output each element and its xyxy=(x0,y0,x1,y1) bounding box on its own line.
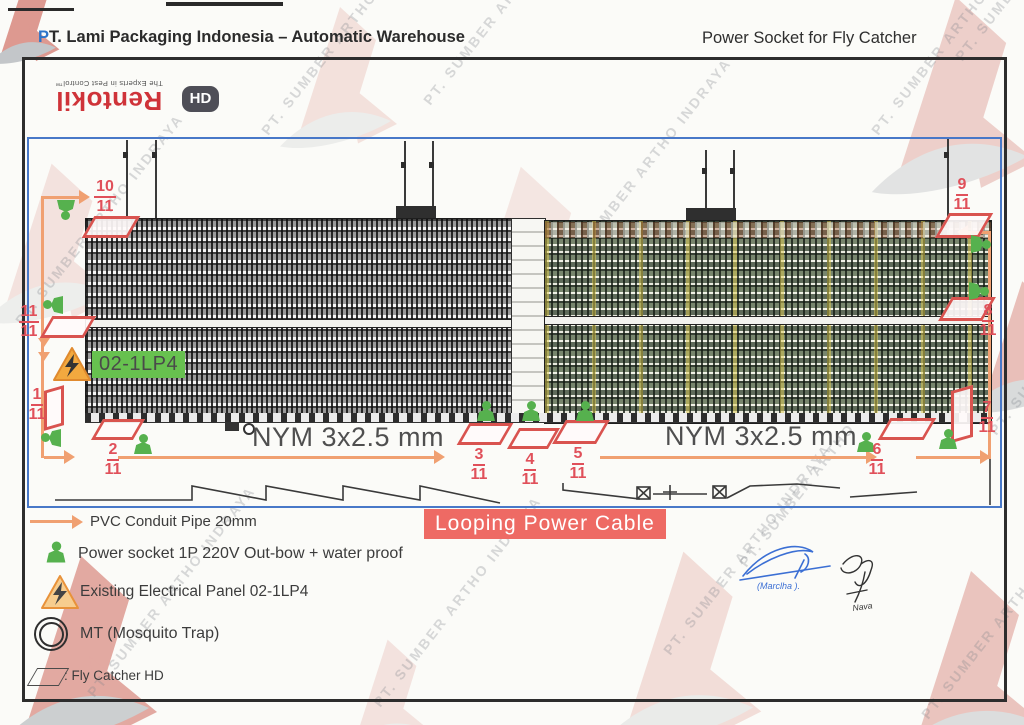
rack-block-left xyxy=(85,218,513,420)
legend-item-fly-catcher: : Fly Catcher HD xyxy=(64,668,164,683)
conduit-arrowhead xyxy=(38,352,50,361)
center-aisle xyxy=(511,218,546,419)
column-line xyxy=(432,141,434,218)
cable-label-left: NYM 3x2.5 mm xyxy=(252,422,445,452)
conduit-line xyxy=(44,456,66,459)
rentokil-tagline: The Experts in Pest Control™ xyxy=(55,79,163,88)
power-socket-icon xyxy=(477,401,495,421)
pvc-conduit-arrow-icon xyxy=(30,520,74,523)
mosquito-trap-icon xyxy=(34,617,68,651)
power-socket-icon xyxy=(969,282,989,300)
panel-label: 02-1LP4 xyxy=(92,351,186,378)
conduit-line xyxy=(118,456,436,459)
power-socket-icon xyxy=(857,432,875,452)
legend-item-socket: Power socket 1P 220V Out-bow + water pro… xyxy=(78,545,403,562)
column-node xyxy=(730,168,735,174)
column-line xyxy=(705,150,707,218)
dock-profile xyxy=(55,458,991,505)
conduit-line xyxy=(916,456,982,459)
rentokil-wordmark: Rentokil xyxy=(55,86,163,116)
column-line xyxy=(404,141,406,218)
signature-right: Nava xyxy=(840,555,873,613)
conduit-line xyxy=(41,196,81,199)
column-line xyxy=(126,140,128,218)
conduit-arrowhead xyxy=(64,450,75,464)
conduit-arrowhead xyxy=(79,190,90,204)
column-base xyxy=(396,206,436,218)
column-base xyxy=(686,208,736,220)
power-socket-icon xyxy=(134,434,152,454)
cable-label-right: NYM 3x2.5 mm xyxy=(665,421,858,451)
power-socket-icon xyxy=(576,401,594,421)
column-node xyxy=(152,152,157,158)
conduit-line xyxy=(600,456,868,459)
legend-item-mosquito-trap: MT (Mosquito Trap) xyxy=(80,625,220,642)
rack-block-right xyxy=(544,220,992,424)
power-socket-icon xyxy=(41,429,61,447)
rack-top-band xyxy=(545,222,991,238)
scan-artifact xyxy=(166,2,283,6)
column-node xyxy=(702,168,707,174)
conduit-arrowhead xyxy=(434,450,445,464)
power-socket-icon xyxy=(522,401,540,421)
legend-item-conduit: PVC Conduit Pipe 20mm xyxy=(90,513,257,530)
company-title: PT. Lami Packaging Indonesia – Automatic… xyxy=(38,28,465,47)
conduit-arrowhead xyxy=(866,450,877,464)
column-line xyxy=(155,140,157,218)
conduit-arrowhead xyxy=(38,338,50,347)
legend-item-panel: Existing Electrical Panel 02-1LP4 xyxy=(80,583,309,600)
rentokil-logo: Rentokil The Experts in Pest Control™ xyxy=(38,68,180,116)
power-socket-icon xyxy=(43,296,63,314)
column-node xyxy=(123,152,128,158)
signature-left-name: (Marclha ). xyxy=(757,581,800,591)
rack-aisle-gap xyxy=(545,316,991,325)
watermark-text: PT. SUMBER ARTHO INDRAYA xyxy=(952,0,1024,64)
power-socket-icon xyxy=(57,200,75,220)
warning-triangle-icon xyxy=(41,575,79,609)
conduit-arrowhead xyxy=(980,450,991,464)
scan-artifact xyxy=(8,8,74,11)
signature-right-name: Nava xyxy=(852,600,873,613)
power-socket-legend-icon xyxy=(46,541,66,563)
pvc-conduit-arrowhead-icon xyxy=(72,515,83,529)
sheet-title: Power Socket for Fly Catcher xyxy=(702,29,917,47)
company-title-prefix: P xyxy=(38,28,50,46)
conduit-line xyxy=(41,196,44,458)
column-node xyxy=(944,152,949,158)
electrical-panel-icon xyxy=(53,347,91,381)
column-line xyxy=(733,150,735,218)
machine-box xyxy=(225,423,239,431)
rack-aisle-gap xyxy=(86,319,512,328)
hd-badge: HD xyxy=(182,86,219,112)
column-node xyxy=(401,162,406,168)
machine-ring xyxy=(243,423,255,435)
looping-power-cable-label: Looping Power Cable xyxy=(424,509,666,539)
power-socket-icon xyxy=(971,235,991,253)
company-title-text: T. Lami Packaging Indonesia – Automatic … xyxy=(49,28,465,46)
column-node xyxy=(429,162,434,168)
power-socket-icon xyxy=(939,429,957,449)
